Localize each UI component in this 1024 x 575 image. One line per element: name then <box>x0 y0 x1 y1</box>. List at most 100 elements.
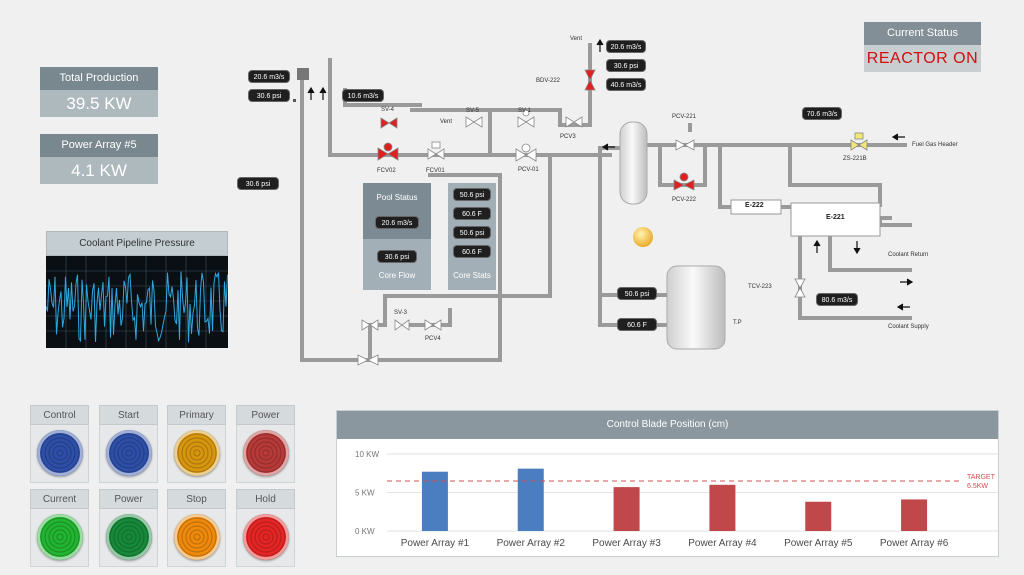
button-label: Current <box>30 489 89 509</box>
sv5-label: SV-5 <box>466 108 480 114</box>
button-label: Start <box>99 405 158 425</box>
button-label: Stop <box>167 489 226 509</box>
e222-label: E-222 <box>745 202 764 209</box>
button-lamp-icon[interactable] <box>37 514 83 560</box>
bar <box>901 499 928 531</box>
core-readout: 60.6 F <box>453 207 491 220</box>
pcv4-label: PCV4 <box>425 336 441 342</box>
pool-status-panel: Pool Status 20.6 m3/s 30.6 psi Core Flow <box>363 183 431 290</box>
power-button[interactable]: Power <box>236 405 295 483</box>
bar <box>517 468 544 531</box>
x-tick-label: Power Array #4 <box>688 538 757 549</box>
readout-badge: 20.6 m3/s <box>248 70 290 83</box>
bar <box>709 484 736 531</box>
pcv4-valve-icon <box>424 319 442 331</box>
tp-label: T.P <box>733 320 742 326</box>
sv1-valve-icon <box>517 116 535 128</box>
start-button[interactable]: Start <box>99 405 158 483</box>
power-array-value: 4.1 KW <box>40 157 158 184</box>
x-tick-label: Power Array #3 <box>592 538 661 549</box>
y-tick-label: 5 KW <box>355 489 375 498</box>
current-button[interactable]: Current <box>30 489 89 567</box>
fcv02-label: FCV02 <box>377 168 396 174</box>
down-arrow-icon <box>853 241 861 255</box>
button-lamp-icon[interactable] <box>243 430 289 476</box>
tcv223-label: TCV-223 <box>748 284 772 290</box>
current-status-label: Current Status <box>864 22 981 45</box>
sv4-label: SV-4 <box>381 107 395 113</box>
x-tick-label: Power Array #6 <box>880 538 949 549</box>
core-readout: 60.6 F <box>453 245 491 258</box>
pcv3-valve-icon <box>565 116 583 128</box>
readout-badge: 70.6 m3/s <box>802 107 842 120</box>
y-tick-label: 10 KW <box>355 450 379 459</box>
total-production-card: Total Production 39.5 KW <box>40 67 158 117</box>
fuel-gas-label: Fuel Gas Header <box>912 142 958 148</box>
trend-title: Coolant Pipeline Pressure <box>46 231 228 256</box>
power-secondary-button[interactable]: Power <box>99 489 158 567</box>
separator-vessel <box>619 121 648 205</box>
power-array-label: Power Array #5 <box>40 134 158 157</box>
zs221b-label: ZS-221B <box>843 156 867 162</box>
tank-vessel <box>666 265 726 350</box>
bdv222-label: BDV-222 <box>536 78 561 84</box>
button-lamp-icon[interactable] <box>106 430 152 476</box>
e222-box <box>730 199 782 215</box>
readout-badge: 30.6 psi <box>248 89 290 102</box>
status-lamp-icon <box>633 227 653 247</box>
up-arrow-icon <box>319 86 327 100</box>
core-flow-label: Core Flow <box>378 271 416 280</box>
sv5-valve-icon <box>465 116 483 128</box>
readout-badge: 40.6 m3/s <box>606 78 646 91</box>
sv3-label: SV-3 <box>394 310 408 316</box>
bar <box>613 487 640 531</box>
pcv222-label: PCV-222 <box>672 197 697 203</box>
current-status-value: REACTOR ON <box>864 45 981 72</box>
pcv01-valve-icon <box>515 148 537 162</box>
primary-button[interactable]: Primary <box>167 405 226 483</box>
pool-flow-readout: 20.6 m3/s <box>375 216 419 229</box>
sv4-valve-icon <box>380 117 398 129</box>
button-label: Primary <box>167 405 226 425</box>
left-arrow-icon <box>601 143 615 151</box>
trend-plot <box>46 256 228 348</box>
stop-button[interactable]: Stop <box>167 489 226 567</box>
button-lamp-icon[interactable] <box>37 430 83 476</box>
readout-badge: 20.6 m3/s <box>606 40 646 53</box>
chart-title: Control Blade Position (cm) <box>337 411 998 439</box>
x-tick-label: Power Array #1 <box>401 538 470 549</box>
button-lamp-icon[interactable] <box>243 514 289 560</box>
readout-badge: 60.6 F <box>617 318 657 331</box>
e221-label: E-221 <box>826 214 845 221</box>
pcv01-label: PCV-01 <box>518 167 539 173</box>
button-lamp-icon[interactable] <box>106 514 152 560</box>
coolant-return-label: Coolant Return <box>888 252 929 258</box>
process-diagram <box>293 38 914 366</box>
up-arrow-icon <box>813 239 821 253</box>
right-arrow-icon <box>900 278 914 286</box>
x-tick-label: Power Array #5 <box>784 538 853 549</box>
vent-block-icon <box>297 68 309 80</box>
target-value-label: 6.5KW <box>967 483 988 490</box>
control-button[interactable]: Control <box>30 405 89 483</box>
tcv223-valve-icon <box>794 278 806 298</box>
x-tick-label: Power Array #2 <box>497 538 566 549</box>
e221-box <box>790 202 881 237</box>
total-production-label: Total Production <box>40 67 158 90</box>
core-readout: 50.6 psi <box>453 188 491 201</box>
fcv02-valve-icon <box>377 147 399 161</box>
pool-psi-readout: 30.6 psi <box>377 250 417 263</box>
button-lamp-icon[interactable] <box>174 430 220 476</box>
button-label: Power <box>99 489 158 509</box>
button-lamp-icon[interactable] <box>174 514 220 560</box>
core-stats-label: Core Stats <box>453 271 491 280</box>
readout-badge: 30.6 psi <box>606 59 646 72</box>
total-production-value: 39.5 KW <box>40 90 158 117</box>
up-arrow-icon <box>307 86 315 100</box>
hold-button[interactable]: Hold <box>236 489 295 567</box>
sv3b-valve-icon <box>394 319 410 331</box>
current-status-card: Current Status REACTOR ON <box>864 22 981 72</box>
readout-badge: 30.6 psi <box>237 177 279 190</box>
bdv222-valve-icon <box>584 69 596 91</box>
